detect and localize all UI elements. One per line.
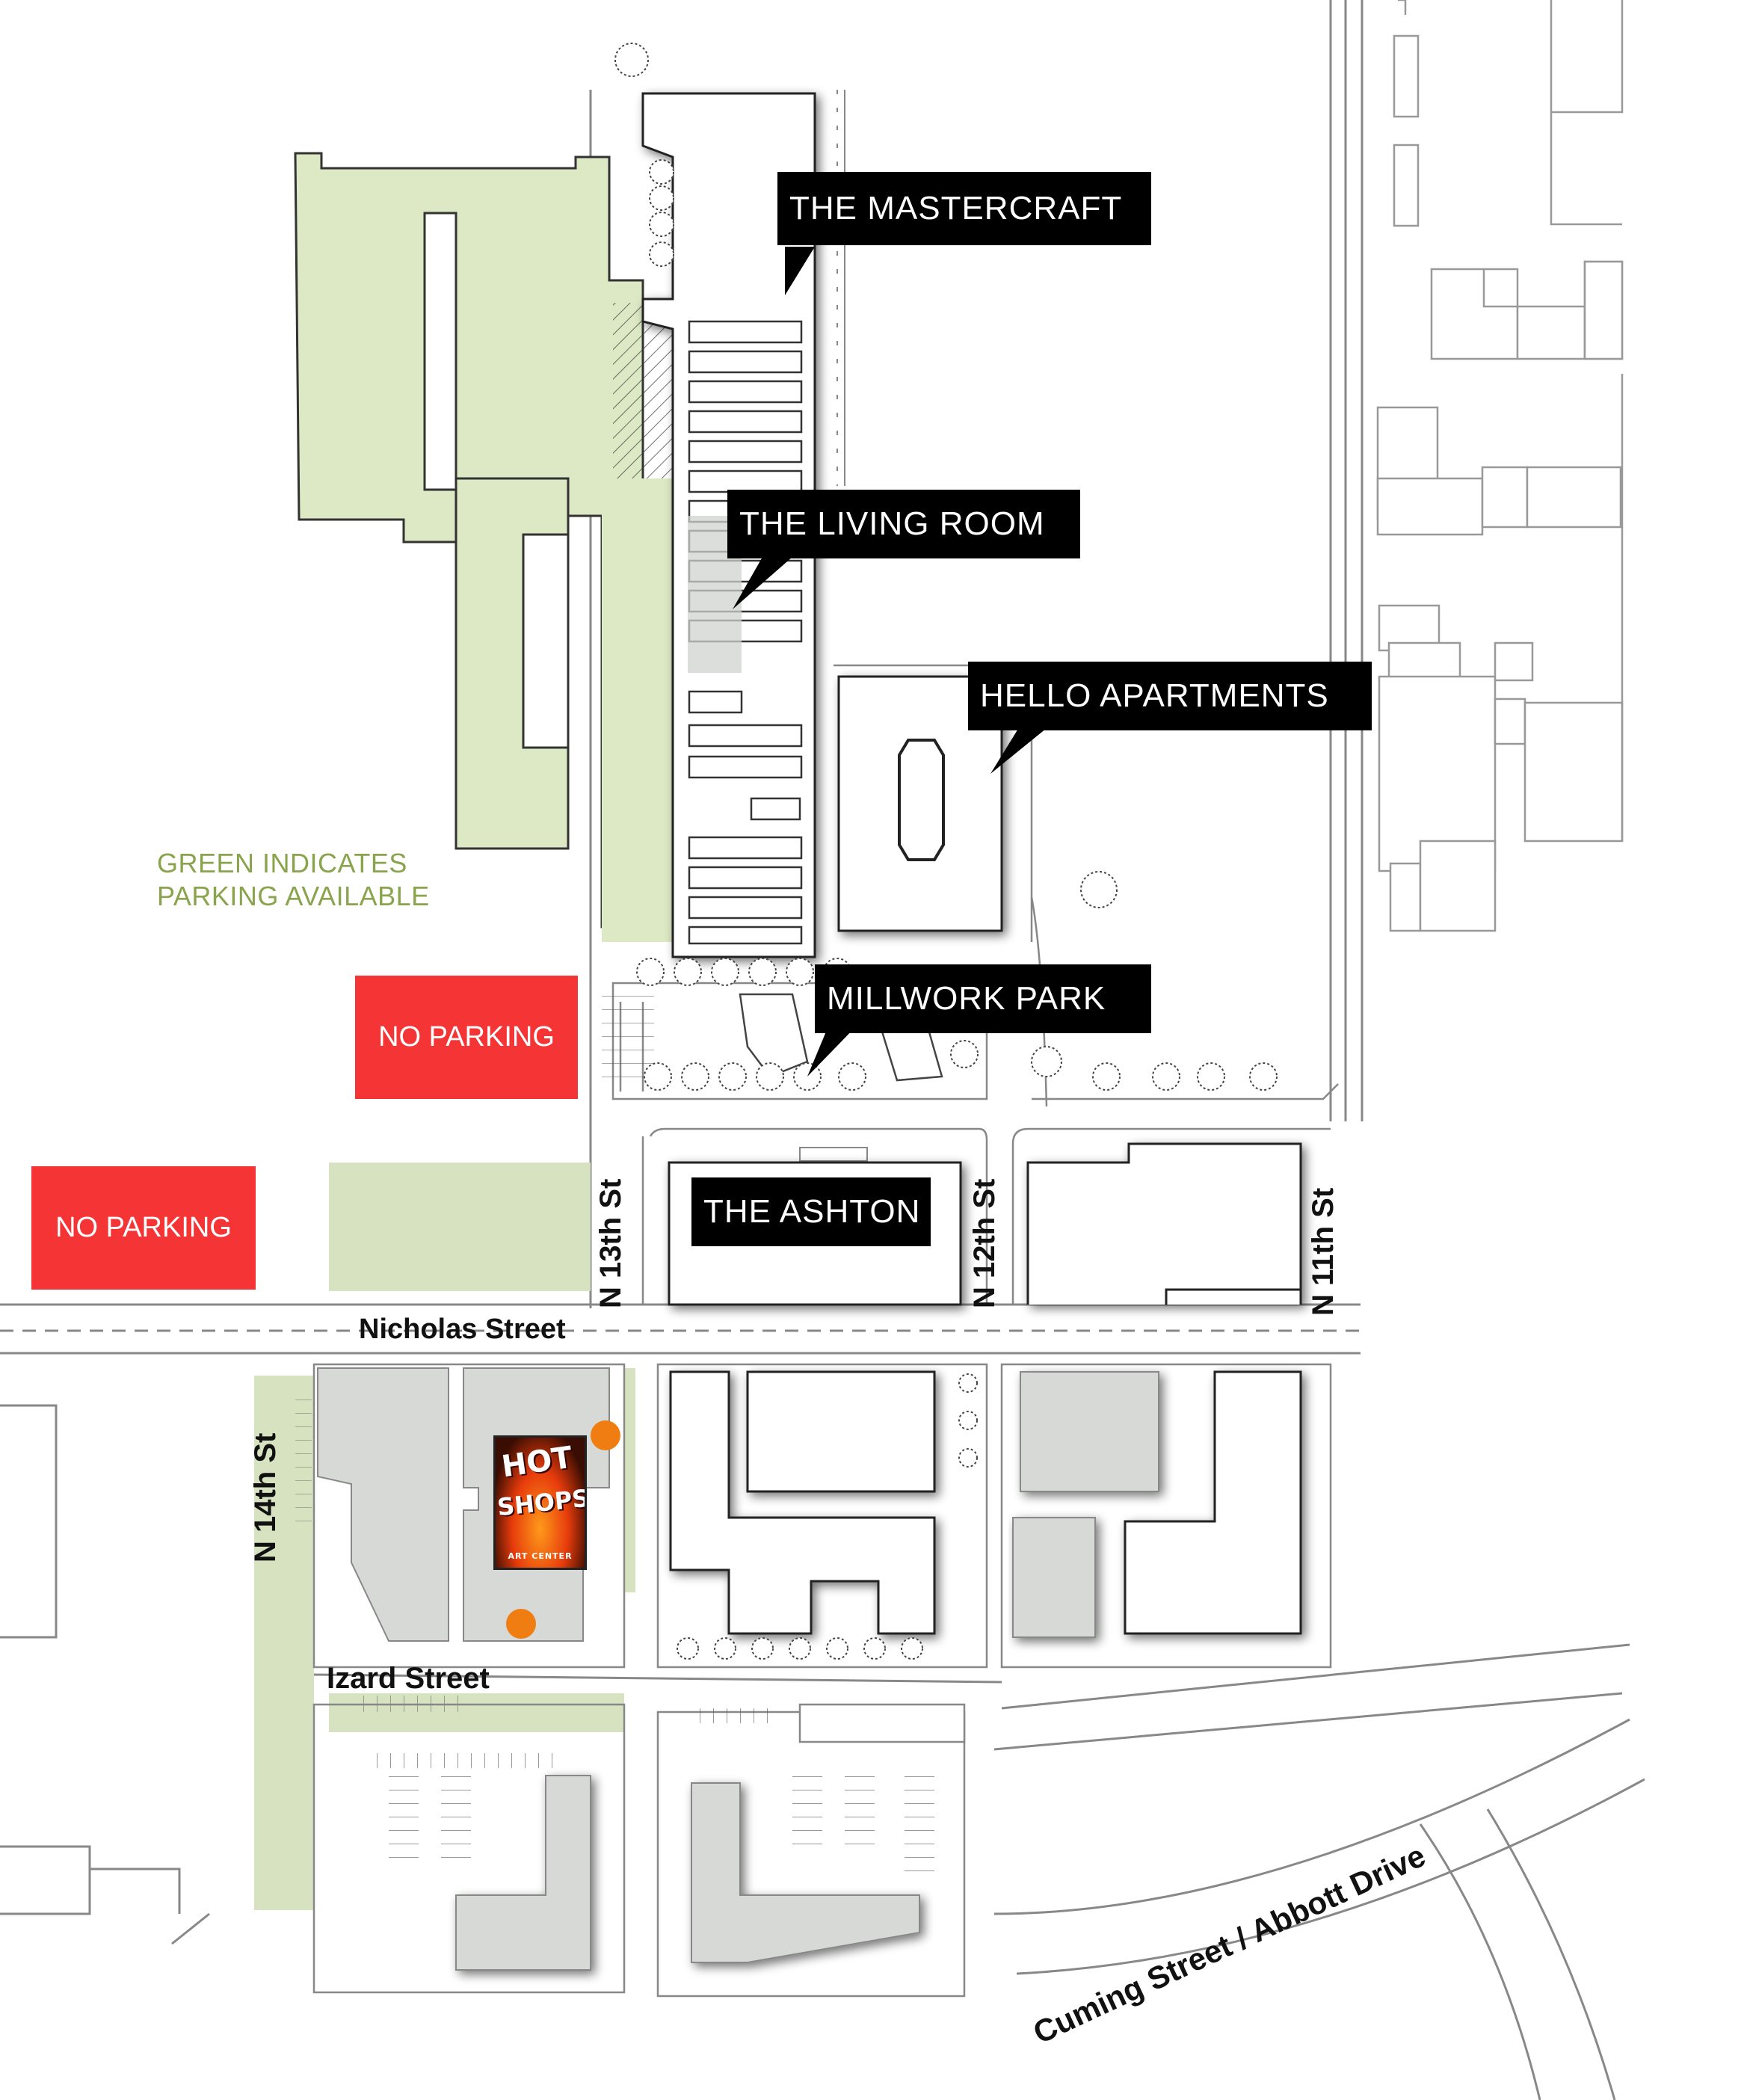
- legend-line-1: GREEN INDICATES: [157, 848, 407, 878]
- callout-mastercraft: THE MASTERCRAFT: [777, 172, 1151, 245]
- callout-the-ashton: THE ASHTON: [691, 1177, 931, 1246]
- street-label-n-11th: N 11th St: [1307, 1187, 1340, 1316]
- no-parking-label-1: NO PARKING: [378, 1021, 555, 1053]
- orange-dot-icon: [506, 1420, 620, 1639]
- hello-apartments-building: [834, 664, 1048, 1107]
- southern-lots: [312, 1703, 966, 1998]
- context-buildings: [1376, 0, 1624, 932]
- no-parking-zone-2-bg: [31, 1166, 256, 1290]
- street-label-nicholas: Nicholas Street: [359, 1314, 566, 1345]
- street-label-n-14th: N 14th St: [249, 1432, 282, 1562]
- legend-line-2: PARKING AVAILABLE: [157, 881, 430, 911]
- tree-icon: [614, 43, 1278, 1660]
- no-parking-zone-1-bg: [355, 976, 578, 1099]
- middle-blocks: [656, 1363, 1332, 1669]
- parking-lot-south: [329, 1163, 591, 1291]
- callout-pointer-icon: [733, 247, 1050, 1077]
- hot-shops-logo-line-3: ART CENTER: [508, 1551, 573, 1561]
- no-parking-label-2: NO PARKING: [55, 1212, 232, 1243]
- street-label-n-12th: N 12th St: [968, 1178, 1001, 1308]
- street-label-n-13th: N 13th St: [594, 1178, 627, 1308]
- hot-shops-logo: HOT SHOPS ART CENTER: [493, 1435, 587, 1570]
- callout-millwork-park: MILLWORK PARK: [815, 964, 1151, 1033]
- callout-living-room: THE LIVING ROOM: [727, 490, 1080, 558]
- millwork-park: [602, 982, 1339, 1100]
- callout-hello-apartments: HELLO APARTMENTS: [968, 662, 1372, 730]
- hatched-ramp: [613, 303, 673, 497]
- parking-legend: GREEN INDICATES PARKING AVAILABLE: [157, 847, 430, 913]
- street-label-izard: Izard Street: [327, 1662, 490, 1695]
- parking-areas: [254, 152, 677, 1910]
